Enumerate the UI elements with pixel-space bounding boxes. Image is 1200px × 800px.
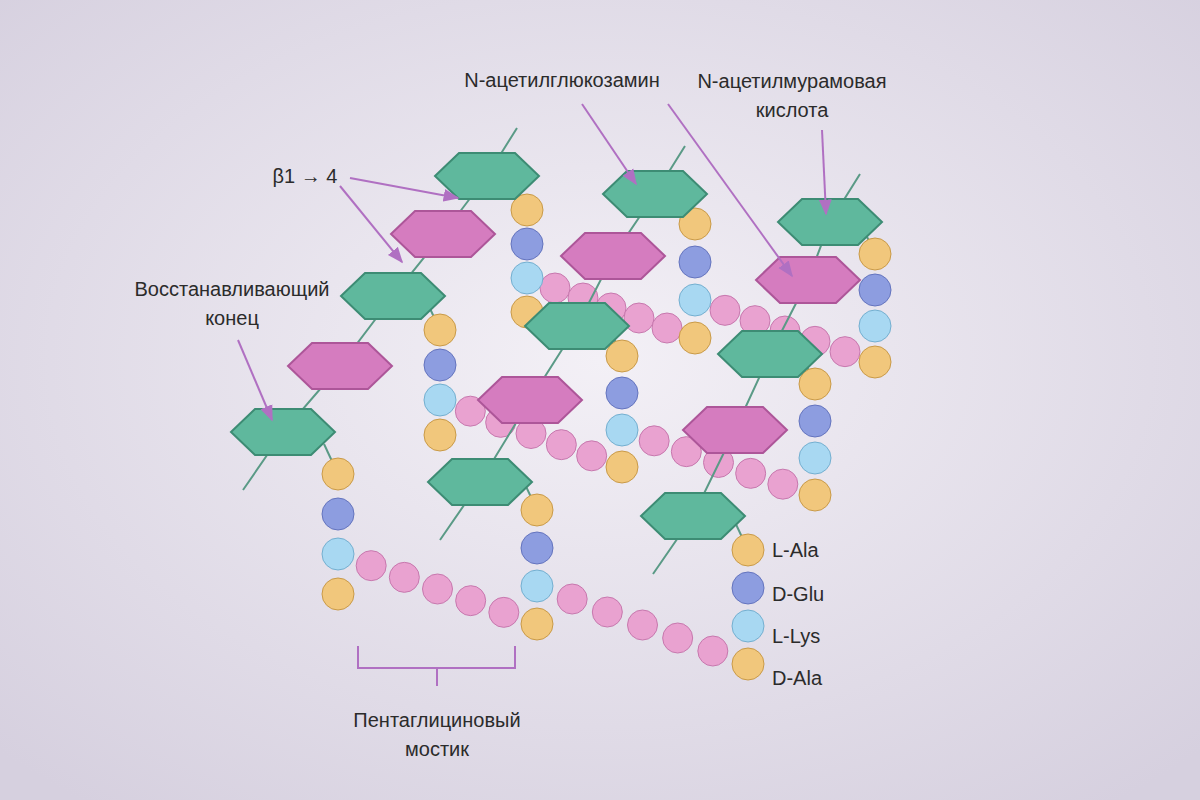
glycine-bead [698, 636, 728, 666]
murein-acid-hexagon [288, 343, 392, 389]
amino-acid-bead [799, 405, 831, 437]
murein-acid-hexagon [683, 407, 787, 453]
amino-acid-bead [859, 346, 891, 378]
glycine-bead [628, 610, 658, 640]
glycine-bead [710, 295, 740, 325]
amino-acid-bead [859, 238, 891, 270]
glycine-bead [546, 430, 576, 460]
glucosamine-hexagon [525, 303, 629, 349]
bond-label: β1 → 4 [260, 162, 350, 191]
amino-acid-bead [322, 458, 354, 490]
glycine-bead [356, 551, 386, 581]
amino-acid-bead [732, 534, 764, 566]
glycine-bead [663, 623, 693, 653]
glycine-bead [456, 586, 486, 616]
murein-acid-hexagon [391, 211, 495, 257]
residue-label: D-Ala [772, 664, 852, 693]
glycine-bead [540, 273, 570, 303]
amino-acid-bead [606, 377, 638, 409]
glycine-bead [830, 337, 860, 367]
amino-acid-bead [521, 570, 553, 602]
glycine-bead [592, 597, 622, 627]
glucosamine-hexagon [341, 273, 445, 319]
bridge-label: Пентаглициновый мостик [342, 706, 532, 764]
amino-acid-bead [799, 442, 831, 474]
amino-acid-bead [859, 310, 891, 342]
glycine-bead [423, 574, 453, 604]
amino-acid-bead [679, 284, 711, 316]
part-label: N-ацетилглюкозамин [442, 66, 682, 95]
glycine-bead [736, 458, 766, 488]
glycine-bead [624, 303, 654, 333]
glucosamine-hexagon [435, 153, 539, 199]
amino-acid-bead [799, 479, 831, 511]
amino-acid-bead [679, 322, 711, 354]
glucosamine-hexagon [231, 409, 335, 455]
amino-acid-bead [732, 610, 764, 642]
amino-acid-bead [322, 578, 354, 610]
amino-acid-bead [521, 494, 553, 526]
glucosamine-hexagon [603, 171, 707, 217]
amino-acid-bead [424, 384, 456, 416]
amino-acid-bead [732, 572, 764, 604]
glucosamine-hexagon [428, 459, 532, 505]
residue-label: D-Glu [772, 580, 852, 609]
amino-acid-bead [511, 228, 543, 260]
amino-acid-bead [511, 262, 543, 294]
glycine-bead [577, 441, 607, 471]
amino-acid-bead [322, 538, 354, 570]
residue-label: L-Ala [772, 536, 852, 565]
residue-label: L-Lys [772, 622, 852, 651]
glycine-bead [768, 469, 798, 499]
glucosamine-hexagon [778, 199, 882, 245]
glycine-bead [389, 562, 419, 592]
part-label: Восстанавливающий конец [132, 275, 332, 333]
murein-acid-hexagon [478, 377, 582, 423]
amino-acid-bead [521, 608, 553, 640]
amino-acid-bead [679, 246, 711, 278]
amino-acid-bead [424, 349, 456, 381]
glycine-bead [639, 426, 669, 456]
amino-acid-bead [424, 314, 456, 346]
amino-acid-bead [322, 498, 354, 530]
glycine-bead [557, 584, 587, 614]
glycine-bead [489, 597, 519, 627]
amino-acid-bead [606, 414, 638, 446]
murein-acid-hexagon [561, 233, 665, 279]
amino-acid-bead [424, 419, 456, 451]
amino-acid-bead [859, 274, 891, 306]
glucosamine-hexagon [641, 493, 745, 539]
murein-acid-hexagon [756, 257, 860, 303]
amino-acid-bead [732, 648, 764, 680]
amino-acid-bead [606, 451, 638, 483]
glycine-bead [652, 313, 682, 343]
leader-lines [238, 104, 826, 686]
glucosamine-hexagon [718, 331, 822, 377]
amino-acid-bead [521, 532, 553, 564]
part-label: N-ацетилмурамовая кислота [692, 67, 892, 125]
